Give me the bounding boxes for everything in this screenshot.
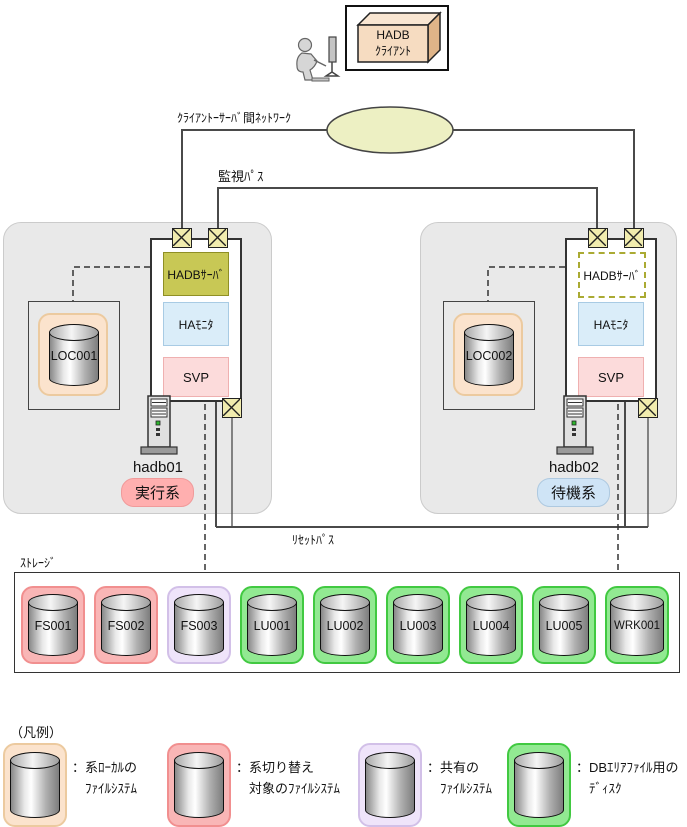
nic-monitor-path-hadb02 [588,228,608,248]
nic-client-network-hadb01 [172,228,192,248]
hadb-client-frame [345,5,449,71]
node-hadb01: HADBｻｰﾊﾞ HAﾓﾆﾀ SVP [150,238,242,402]
legend-cylinder [514,752,564,818]
storage-label: ｽﾄﾚｰｼﾞ [20,556,57,570]
legend-text-line: ：系切り替え [236,760,315,775]
role-badge-hadb02: 待機系 [537,478,611,507]
server-tower-icon-hadb01 [140,395,178,455]
ha-monitor-box-hadb02: HAﾓﾆﾀ [578,302,644,346]
legend-swatch-switchover [167,743,231,827]
disk-cylinder: WRK001 [610,594,664,656]
storage-disk-lu004: LU004 [459,586,523,664]
storage-disk-lu005: LU005 [532,586,596,664]
disk-label: LU005 [545,619,583,634]
disk-label: WRK001 [613,620,661,633]
disk-label: LU002 [326,619,364,634]
storage-disk-wrk001: WRK001 [605,586,669,664]
legend-swatch-db-area [507,743,571,827]
client-label-line1: HADB [376,28,410,42]
legend-item-db-area: ：DBｴﾘｱﾌｧｲﾙ用の ﾃﾞｨｽｸ [576,757,679,799]
nic-reset-path-hadb02 [638,398,658,418]
disk-cylinder: LU004 [466,594,516,656]
legend-cylinder [174,752,224,818]
hadb-server-box-hadb01: HADBｻｰﾊﾞ [163,252,229,296]
disk-label: FS003 [180,619,218,634]
host-name-hadb02: hadb02 [548,459,600,476]
disk-cylinder: LU005 [539,594,589,656]
svp-box-hadb01: SVP [163,357,229,397]
hadb-server-box-hadb02: HADBｻｰﾊﾞ [578,252,646,298]
legend-swatch-shared [358,743,422,827]
network-ellipse [326,106,454,154]
legend-text-line: 対象のﾌｧｲﾙｼｽﾃﾑ [249,781,341,796]
storage-box: FS001 FS002 FS003 LU001 [14,572,680,673]
disk-label: LOC002 [465,349,513,364]
disk-label: FS002 [107,619,145,634]
svp-box-hadb02: SVP [578,357,644,397]
disk-cylinder: LU003 [393,594,443,656]
legend-title: （凡例） [10,725,63,740]
storage-disk-fs003: FS003 [167,586,231,664]
local-fs-pad-hadb01: LOC001 [38,313,108,396]
storage-disk-lu003: LU003 [386,586,450,664]
disk-cylinder: FS001 [28,594,78,656]
client-server-network-label: ｸﾗｲｱﾝﾄｰｻｰﾊﾞ間ﾈｯﾄﾜｰｸ [177,111,292,125]
disk-loc002: LOC002 [464,324,514,386]
legend-text-line: ﾌｧｲﾙｼｽﾃﾑ [85,781,137,796]
local-disk-link-hadb01 [72,266,150,301]
disk-label: LOC001 [50,349,98,364]
legend-swatch-local [3,743,67,827]
client-label-line2: ｸﾗｲｱﾝﾄ [374,44,411,58]
disk-cylinder: FS002 [101,594,151,656]
legend-item-shared: ：共有の ﾌｧｲﾙｼｽﾃﾑ [427,757,492,799]
reset-path-label: ﾘｾｯﾄﾊﾟｽ [292,533,335,547]
legend-cylinder [365,752,415,818]
disk-label: LU004 [472,619,510,634]
reset-path-line [215,400,648,528]
nic-reset-path-hadb01 [222,398,242,418]
local-fs-box-hadb01: LOC001 [28,301,120,410]
disk-label: FS001 [34,619,72,634]
nic-monitor-path-hadb01 [208,228,228,248]
node-hadb02: HADBｻｰﾊﾞ HAﾓﾆﾀ SVP [565,238,657,402]
disk-cylinder: LU001 [247,594,297,656]
host-name-hadb01: hadb01 [132,459,184,476]
disk-cylinder: FS003 [174,594,224,656]
storage-disk-lu001: LU001 [240,586,304,664]
storage-disk-fs002: FS002 [94,586,158,664]
disk-label: LU001 [253,619,291,634]
local-disk-link-hadb02 [487,266,565,301]
reset-path-nic-line [231,414,649,527]
local-fs-pad-hadb02: LOC002 [453,313,523,396]
hadb-client-label: HADB ｸﾗｲｱﾝﾄ [358,27,428,59]
monitor-path-line [217,187,598,234]
server-tower-icon-hadb02 [556,395,594,455]
client-3d-box [356,11,442,64]
legend-text-line: ﾃﾞｨｽｸ [589,781,622,796]
role-badge-hadb01: 実行系 [121,478,195,507]
disk-label: LU003 [399,619,437,634]
storage-disk-fs001: FS001 [21,586,85,664]
ha-monitor-box-hadb01: HAﾓﾆﾀ [163,302,229,346]
legend-item-local: ：系ﾛｰｶﾙの ﾌｧｲﾙｼｽﾃﾑ [72,757,137,799]
legend-text-line: ：共有の [427,760,480,775]
legend-cylinder [10,752,60,818]
monitor-path-label: 監視ﾊﾟｽ [218,169,264,184]
disk-cylinder: LU002 [320,594,370,656]
legend-text-line: ﾌｧｲﾙｼｽﾃﾑ [440,781,492,796]
storage-disk-lu002: LU002 [313,586,377,664]
legend-text-line: ：系ﾛｰｶﾙの [72,760,138,775]
nic-client-network-hadb02 [624,228,644,248]
local-fs-box-hadb02: LOC002 [443,301,535,410]
legend-text-line: ：DBｴﾘｱﾌｧｲﾙ用の [576,760,679,775]
user-icon [296,36,341,82]
legend-item-switchover: ：系切り替え 対象のﾌｧｲﾙｼｽﾃﾑ [236,757,340,799]
disk-loc001: LOC001 [49,324,99,386]
